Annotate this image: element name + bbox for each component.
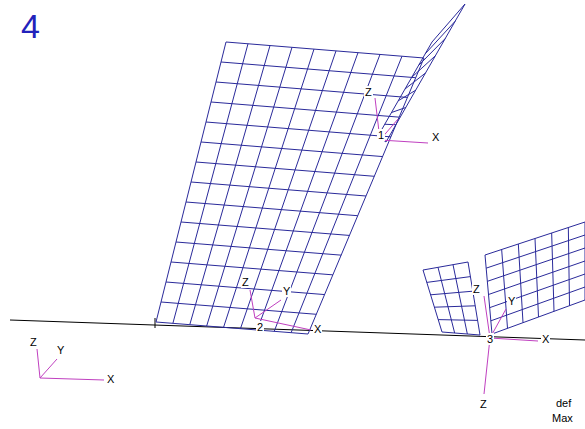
mesh-line [431, 291, 473, 295]
mesh-line [176, 242, 341, 255]
mesh-line [425, 21, 455, 54]
tick-mark [155, 318, 156, 328]
system-id: 2 [256, 321, 264, 333]
axis-line [37, 349, 40, 378]
mesh-line [386, 4, 465, 142]
figure-number: 4 [20, 8, 41, 44]
mesh-line [487, 248, 585, 281]
mesh-line [423, 262, 468, 270]
mesh-line [201, 142, 383, 157]
mesh-line [171, 262, 333, 275]
axis-label: X [541, 333, 550, 345]
mesh-line [423, 270, 442, 332]
mesh-line [405, 73, 426, 89]
axis-label: Z [479, 398, 488, 410]
axis-label: Y [282, 285, 291, 297]
mesh-line [211, 102, 399, 117]
mesh-line [486, 235, 585, 268]
mesh-line [489, 261, 585, 295]
mesh-line [196, 162, 374, 176]
axis-line [40, 378, 104, 380]
mesh-line [216, 82, 407, 97]
mesh-line [438, 267, 455, 333]
system-id: 3 [486, 333, 494, 345]
mesh-line [181, 222, 349, 235]
mesh-line [221, 62, 416, 78]
mesh-line [491, 287, 585, 321]
axis-line [255, 300, 281, 318]
mesh-line [490, 274, 585, 308]
mesh-line [161, 302, 316, 314]
mesh-line [453, 265, 467, 334]
mesh-line [398, 90, 415, 101]
mesh-line [206, 122, 391, 137]
mesh-line [186, 202, 358, 216]
axis-line [40, 359, 57, 378]
mesh-line [468, 262, 480, 335]
legend-note: def [555, 397, 572, 409]
axis-label: Y [507, 295, 516, 307]
legend-note: Max [551, 412, 574, 424]
axis-label: Z [241, 276, 250, 288]
mesh-line [191, 182, 366, 196]
axis-label: Y [56, 344, 65, 356]
mesh-line [226, 42, 424, 58]
axis-line [380, 140, 428, 143]
system-id: 1 [377, 129, 385, 141]
mesh-line [434, 306, 475, 307]
axis-label: Z [364, 86, 373, 98]
axis-label: Z [472, 283, 481, 295]
axis-label: Z [29, 336, 38, 348]
mesh-line [485, 222, 585, 255]
mesh-line [438, 319, 477, 321]
mesh-line [442, 332, 480, 335]
mesh-line [492, 300, 585, 334]
axis-label: X [106, 373, 115, 385]
mesh-line [392, 108, 406, 113]
axis-line [484, 338, 490, 394]
mesh-line [156, 322, 308, 334]
axis-label: X [313, 323, 322, 335]
mesh-line [419, 39, 446, 66]
axis-line [490, 338, 538, 341]
axis-line [250, 290, 255, 318]
mesh-line [432, 4, 465, 42]
mesh-line [378, 42, 432, 136]
axis-line [484, 296, 490, 338]
axis-label: X [431, 131, 440, 143]
mesh-line [427, 277, 471, 283]
